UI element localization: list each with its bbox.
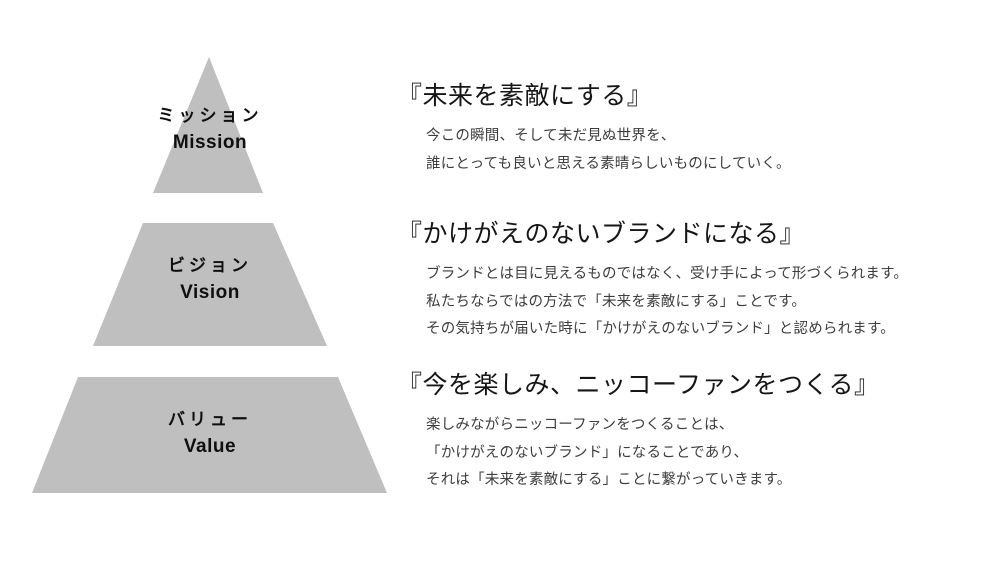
pyramid-label-mission: ミッション Mission	[35, 103, 385, 156]
vision-line: 私たちならではの方法で「未来を素敵にする」ことです。	[426, 293, 807, 310]
vision-description: ブランドとは目に見えるものではなく、受け手によって形づくられます。 私たちならで…	[426, 261, 993, 344]
value-description: 楽しみながらニッコーファンをつくることは、 「かけがえのないブランド」になること…	[426, 412, 993, 495]
pyramid-label-vision-ja: ビジョン	[168, 256, 252, 275]
pyramid-level-vision-shape	[93, 223, 327, 346]
mission-line: 今この瞬間、そして未だ見ぬ世界を、	[426, 128, 676, 144]
vision-section: 『かけがえのないブランドになる』 ブランドとは目に見えるものではなく、受け手によ…	[397, 218, 993, 344]
vision-line: ブランドとは目に見えるものではなく、受け手によって形づくられます。	[426, 266, 909, 282]
value-line: 「かけがえのないブランド」になることであり、	[426, 444, 749, 461]
pyramid-level-value-shape	[32, 377, 387, 493]
mission-title: 『未来を素敵にする』	[397, 83, 653, 110]
pyramid-label-value: バリュー Value	[35, 407, 385, 460]
pyramid-label-mission-ja: ミッション	[157, 106, 263, 125]
mission-line: 誰にとっても良いと思える素晴らしいものにしていく。	[426, 155, 791, 172]
pyramid-label-value-ja: バリュー	[168, 410, 252, 429]
vision-title: 『かけがえのないブランドになる』	[397, 221, 806, 248]
vision-line: その気持ちが届いた時に「かけがえのないブランド」と認められます。	[426, 321, 895, 337]
pyramid-label-vision: ビジョン Vision	[35, 253, 385, 306]
pyramid-diagram	[32, 57, 387, 493]
pyramid-level-mission-shape	[153, 57, 263, 193]
value-line: それは「未来を素敵にする」ことに繋がっていきます。	[426, 472, 792, 488]
value-section: 『今を楽しみ、ニッコーファンをつくる』 楽しみながらニッコーファンをつくることは…	[397, 369, 993, 495]
value-title: 『今を楽しみ、ニッコーファンをつくる』	[397, 372, 880, 399]
mission-description: 今この瞬間、そして未だ見ぬ世界を、 誰にとっても良いと思える素晴らしいものにして…	[426, 123, 993, 178]
mission-section: 『未来を素敵にする』 今この瞬間、そして未だ見ぬ世界を、 誰にとっても良いと思え…	[397, 80, 993, 178]
pyramid-label-vision-en: Vision	[180, 282, 240, 303]
pyramid-label-mission-en: Mission	[172, 132, 248, 153]
pyramid-label-value-en: Value	[183, 436, 237, 457]
value-line: 楽しみながらニッコーファンをつくることは、	[426, 417, 734, 433]
